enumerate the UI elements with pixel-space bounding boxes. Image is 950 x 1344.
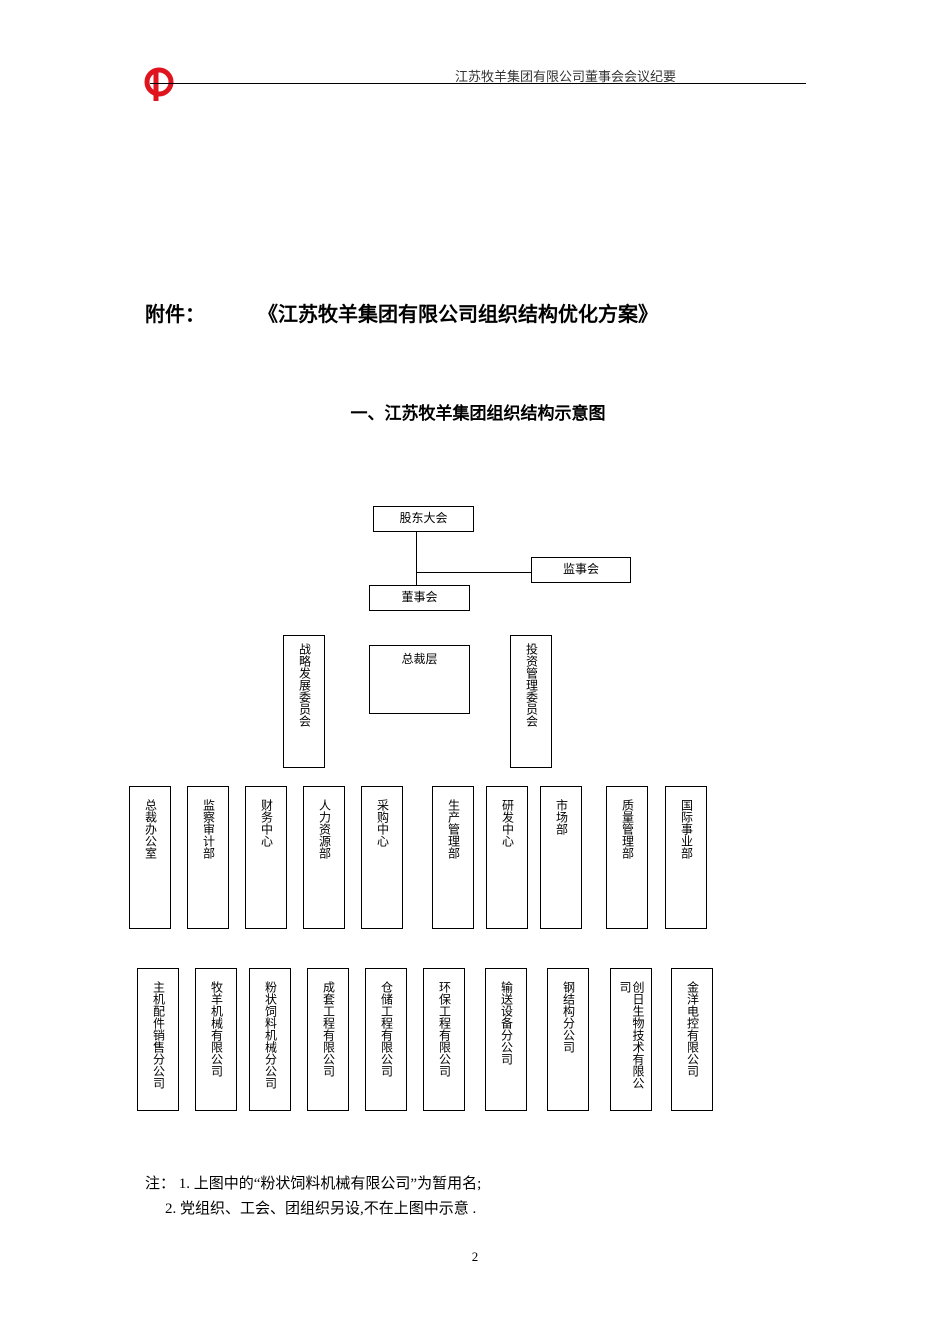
department-box: 总裁办公室	[129, 786, 171, 929]
department-label: 生产管理部	[446, 798, 461, 859]
subsidiary-label: 主机配件销售分公司	[151, 980, 166, 1089]
department-box: 市场部	[540, 786, 582, 929]
department-box: 人力资源部	[303, 786, 345, 929]
department-box: 监察审计部	[187, 786, 229, 929]
board-box: 董事会	[369, 585, 470, 611]
company-logo-icon	[144, 67, 174, 101]
subsidiary-label: 钢结构分公司	[561, 980, 576, 1053]
section-title: 一、江苏牧羊集团组织结构示意图	[350, 404, 606, 423]
subsidiary-label: 创日生物技术有限公司	[618, 980, 645, 1089]
department-box: 财务中心	[245, 786, 287, 929]
note-2: 2. 党组织、工会、团组织另设,不在上图中示意 .	[165, 1201, 477, 1217]
president-box: 总裁层	[369, 645, 470, 714]
strategy-committee-box: 战略发展委员会	[283, 635, 325, 768]
subsidiary-label: 输送设备分公司	[499, 980, 514, 1065]
note-1: 注： 1. 上图中的“粉状饲料机械有限公司”为暂用名;	[145, 1176, 482, 1192]
department-label: 质量管理部	[620, 798, 635, 859]
header-title: 江苏牧羊集团有限公司董事会会议纪要	[455, 69, 677, 84]
subsidiary-box: 仓储工程有限公司	[365, 968, 407, 1111]
subsidiary-box: 成套工程有限公司	[307, 968, 349, 1111]
subsidiary-box: 创日生物技术有限公司	[610, 968, 652, 1111]
header-rule	[150, 83, 806, 84]
department-label: 人力资源部	[317, 798, 332, 859]
subsidiary-label: 仓储工程有限公司	[379, 980, 394, 1077]
subsidiary-label: 成套工程有限公司	[321, 980, 336, 1077]
department-box: 质量管理部	[606, 786, 648, 929]
subsidiary-label: 牧羊机械有限公司	[209, 980, 224, 1077]
subsidiary-box: 牧羊机械有限公司	[195, 968, 237, 1111]
subsidiary-box: 环保工程有限公司	[423, 968, 465, 1111]
subsidiary-box: 钢结构分公司	[547, 968, 589, 1111]
department-box: 采购中心	[361, 786, 403, 929]
department-label: 财务中心	[259, 798, 274, 847]
investment-committee-box: 投资管理委员会	[510, 635, 552, 768]
subsidiary-box: 主机配件销售分公司	[137, 968, 179, 1111]
strategy-committee-label: 战略发展委员会	[297, 642, 312, 727]
department-label: 研发中心	[500, 798, 515, 847]
investment-committee-label: 投资管理委员会	[524, 642, 539, 727]
shareholders-box: 股东大会	[373, 506, 474, 532]
supervisors-box: 监事会	[531, 557, 631, 583]
department-label: 国际事业部	[679, 798, 694, 859]
subsidiary-box: 金洋电控有限公司	[671, 968, 713, 1111]
subsidiary-label: 金洋电控有限公司	[685, 980, 700, 1077]
subsidiary-label: 环保工程有限公司	[437, 980, 452, 1077]
document-title: 《江苏牧羊集团有限公司组织结构优化方案》	[258, 304, 658, 326]
subsidiary-box: 输送设备分公司	[485, 968, 527, 1111]
department-box: 研发中心	[486, 786, 528, 929]
department-label: 采购中心	[375, 798, 390, 847]
department-label: 市场部	[554, 798, 569, 835]
attachment-label: 附件：	[145, 304, 205, 326]
department-label: 监察审计部	[201, 798, 216, 859]
subsidiary-label: 粉状饲料机械分公司	[263, 980, 278, 1089]
page-number: 2	[471, 1249, 479, 1264]
subsidiary-box: 粉状饲料机械分公司	[249, 968, 291, 1111]
department-box: 生产管理部	[432, 786, 474, 929]
department-box: 国际事业部	[665, 786, 707, 929]
department-label: 总裁办公室	[143, 798, 158, 859]
